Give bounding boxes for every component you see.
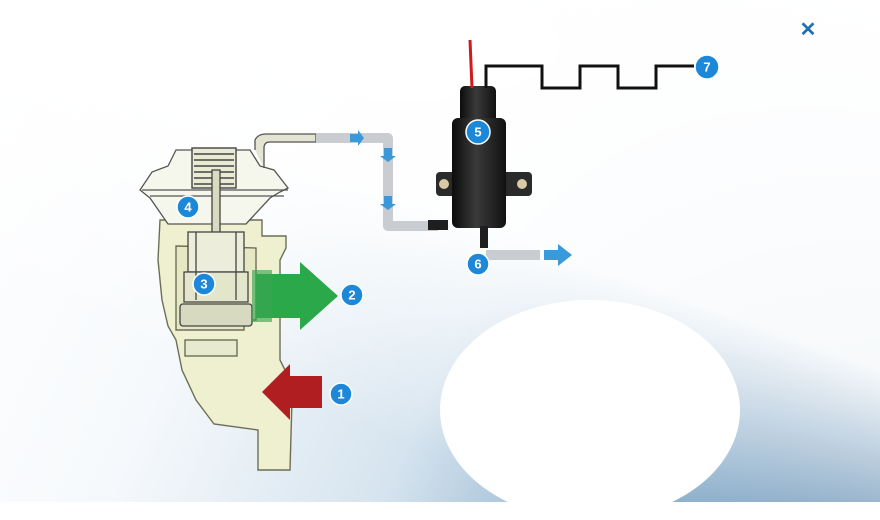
callout-1: 1 [329,382,353,406]
outlet-channel [252,262,338,330]
callout-4: 4 [176,195,200,219]
brand-logo: ✕ [800,19,817,41]
power-wire [468,39,474,89]
solenoid-valve [428,86,532,248]
signal-wire [484,64,694,90]
callout-3: 3 [192,272,216,296]
vacuum-hose [316,133,540,260]
bg-highlight-top [260,0,560,100]
svg-text:6: 6 [474,257,481,272]
svg-text:4: 4 [184,200,192,215]
callout-5: 5 [465,119,491,145]
bg-highlight-bottom [440,300,740,520]
inlet-arrow [262,364,322,420]
svg-text:✕: ✕ [800,19,817,41]
svg-text:3: 3 [200,277,207,292]
hose-flow-arrows [350,130,572,266]
svg-text:7: 7 [703,60,710,75]
svg-text:2: 2 [348,288,355,303]
svg-text:1: 1 [337,387,344,402]
callout-7: 7 [694,54,720,80]
diagram: ✕ [139,19,817,471]
callout-6: 6 [466,252,490,276]
callout-2: 2 [340,283,364,307]
valve-stem [179,169,253,327]
bg-highlight-left [0,0,240,100]
svg-text:5: 5 [474,125,481,140]
